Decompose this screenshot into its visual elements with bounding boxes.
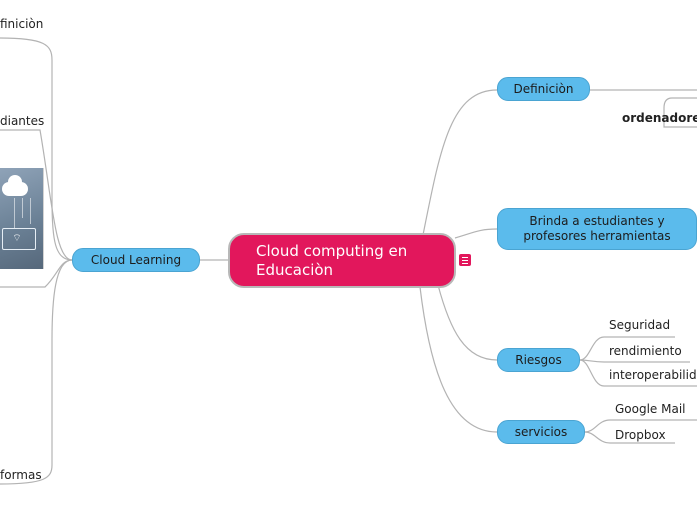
notes-icon[interactable] xyxy=(459,254,471,266)
connector-servicios xyxy=(419,286,498,433)
riesgos-child-rendimiento[interactable]: rendimiento xyxy=(609,344,682,358)
connector-definicion xyxy=(421,89,498,241)
left-child-estudiantes[interactable]: diantes xyxy=(0,114,45,128)
connector-riesgos xyxy=(437,284,498,361)
wifi-icon: ⌔ xyxy=(12,233,22,244)
central-node[interactable]: Cloud computing en Educaciòn xyxy=(228,233,456,288)
branch-cloud-learning-label: Cloud Learning xyxy=(90,252,182,267)
branch-servicios-label: servicios xyxy=(514,424,568,439)
connector-brinda xyxy=(454,228,498,239)
cloud-laptop-image: ⌔ xyxy=(0,168,43,269)
left-child-definicion[interactable]: finiciòn xyxy=(0,17,44,31)
servicios-child-google-mail[interactable]: Google Mail xyxy=(615,402,686,416)
branch-cloud-learning[interactable]: Cloud Learning xyxy=(72,248,200,272)
definicion-child-ordenadores[interactable]: ordenadores xyxy=(622,111,697,125)
servicios-child-dropbox[interactable]: Dropbox xyxy=(615,428,666,442)
riesgos-child-interoperabilidad[interactable]: interoperabilid xyxy=(609,368,697,382)
branch-brinda-label: Brinda a estudiantes y profesores herram… xyxy=(523,214,671,243)
riesgos-child-seguridad[interactable]: Seguridad xyxy=(609,318,671,332)
branch-riesgos-label: Riesgos xyxy=(515,352,562,367)
branch-riesgos[interactable]: Riesgos xyxy=(497,348,580,372)
laptop-icon: ⌔ xyxy=(2,228,36,250)
branch-definicion[interactable]: Definiciòn xyxy=(497,77,590,101)
branch-servicios[interactable]: servicios xyxy=(497,420,585,444)
left-child-plataformas[interactable]: formas xyxy=(0,468,42,482)
branch-definicion-label: Definiciòn xyxy=(513,81,574,96)
branch-brinda[interactable]: Brinda a estudiantes y profesores herram… xyxy=(497,208,697,250)
cloud-icon xyxy=(2,175,28,196)
central-title: Cloud computing en Educaciòn xyxy=(256,241,408,279)
connector-ordenadores xyxy=(663,97,697,128)
